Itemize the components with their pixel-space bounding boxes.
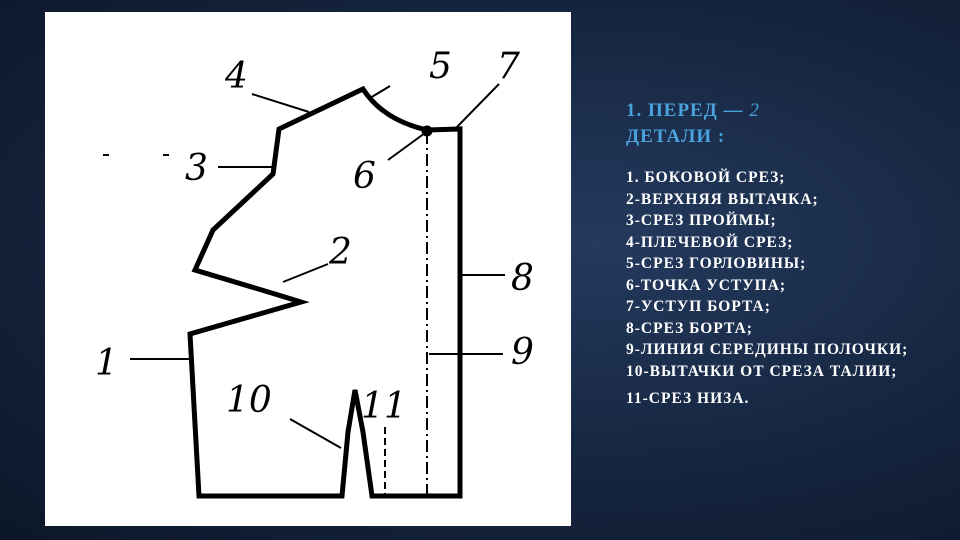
label-5: 5 (429, 46, 452, 87)
legend-item: 10-ВЫТАЧКИ ОТ СРЕЗА ТАЛИИ; (626, 362, 898, 380)
leader-4 (251, 93, 310, 113)
legend-list: 1. БОКОВОЙ СРЕЗ; 2-ВЕРХНЯЯ ВЫТАЧКА; 3-СР… (626, 167, 946, 410)
legend-item: 2-ВЕРХНЯЯ ВЫТАЧКА; (626, 190, 819, 208)
label-3: 3 (185, 148, 208, 189)
legend-item: 7-УСТУП БОРТА; (626, 298, 771, 315)
leader-2 (282, 263, 329, 283)
garment-outline (187, 85, 463, 499)
legend-item: 11-СРЕЗ НИЗА. (626, 390, 750, 407)
legend-item: 8-СРЕЗ БОРТА; (626, 319, 753, 337)
label-1: 1 (95, 343, 118, 384)
pattern-diagram-panel: 1 2 3 4 5 6 7 8 9 10 11 (45, 12, 571, 526)
label-8: 8 (511, 258, 534, 299)
legend-item: 5-СРЕЗ ГОРЛОВИНЫ; (626, 255, 807, 272)
section-heading: 1. ПЕРЕД — 2 ДЕТАЛИ : (626, 98, 946, 150)
pattern-diagram: 1 2 3 4 5 6 7 8 9 10 11 (95, 46, 534, 499)
label-11: 11 (361, 386, 407, 427)
legend-item: 9-ЛИНИЯ СЕРЕДИНЫ ПОЛОЧКИ; (626, 341, 909, 358)
legend-item: 1. БОКОВОЙ СРЕЗ; (626, 169, 786, 186)
label-2: 2 (328, 232, 352, 273)
leader-6 (387, 132, 426, 161)
heading-text: 1. ПЕРЕД — (626, 100, 744, 121)
heading-suffix: ДЕТАЛИ : (626, 126, 726, 147)
heading-number: 2 (749, 100, 760, 121)
description-block: 1. ПЕРЕД — 2 ДЕТАЛИ : 1. БОКОВОЙ СРЕЗ; 2… (626, 98, 946, 410)
legend-item: 3-СРЕЗ ПРОЙМЫ; (626, 212, 777, 229)
leader-10 (289, 418, 342, 449)
leader-5 (369, 85, 391, 99)
label-6: 6 (353, 156, 376, 197)
legend-item: 4-ПЛЕЧЕВОЙ СРЕЗ; (626, 233, 794, 251)
legend-item: 6-ТОЧКА УСТУПА; (626, 276, 787, 294)
label-7: 7 (497, 46, 520, 87)
label-9: 9 (511, 332, 534, 373)
leader-7 (454, 83, 500, 130)
label-10: 10 (226, 380, 272, 421)
label-4: 4 (224, 56, 248, 97)
